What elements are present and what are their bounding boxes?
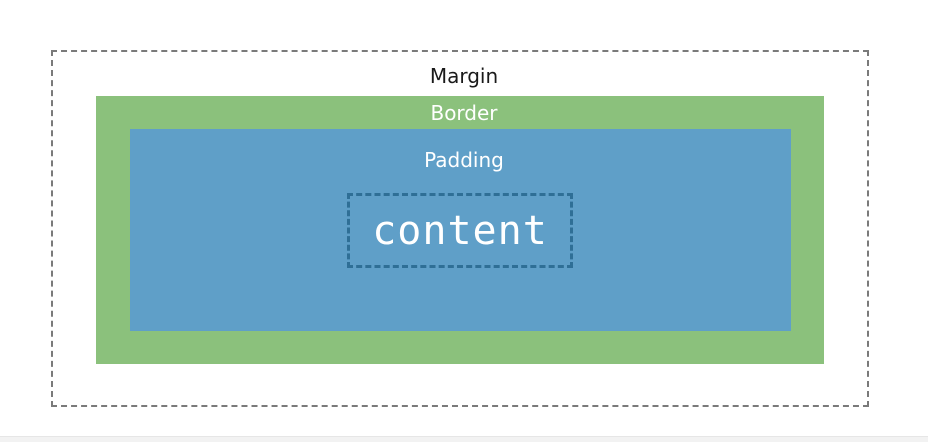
- border-label: Border: [430, 101, 498, 125]
- margin-area: [51, 50, 869, 407]
- margin-label: Margin: [429, 64, 499, 88]
- padding-label: Padding: [424, 148, 504, 172]
- content-label: content: [372, 207, 548, 254]
- bottom-strip: [0, 436, 928, 442]
- padding-area: [130, 129, 791, 331]
- content-area: content: [347, 193, 573, 268]
